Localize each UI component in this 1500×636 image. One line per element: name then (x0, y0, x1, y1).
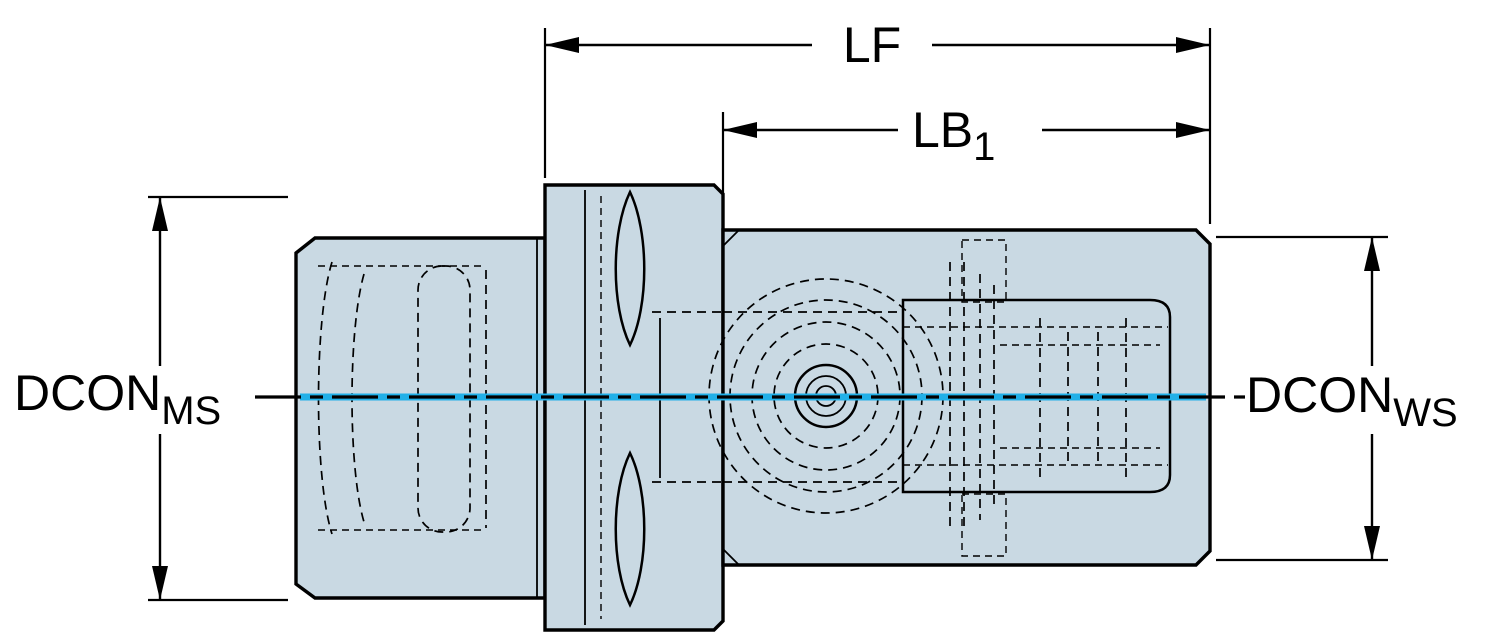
dcon-ws-label-main: DCON (1246, 367, 1393, 423)
clamp-port-top (961, 239, 1007, 303)
flange-outline (543, 183, 725, 632)
dcon-ms-arrow-top (152, 197, 168, 231)
dimension-lb1: LB1 (721, 102, 1210, 222)
dcon-ms-label-sub: MS (161, 389, 221, 433)
dcon-ms-label-main: DCON (14, 365, 161, 421)
dcon-ws-arrow-bottom (1364, 526, 1380, 560)
dimension-lf: LF (543, 17, 1212, 224)
clamp-port-bottom (961, 493, 1007, 557)
lf-label: LF (843, 17, 901, 73)
right-body-chamfer-bottom (722, 548, 740, 566)
adapter-flange (543, 183, 725, 632)
dcon-ws-label-sub: WS (1393, 391, 1457, 435)
flange-slot-bottom (614, 450, 646, 608)
lf-arrow-right (1176, 37, 1210, 53)
lb1-label: LB1 (912, 102, 995, 169)
dcon-ms-label: DCONMS (14, 365, 221, 433)
lf-arrow-left (545, 37, 579, 53)
lb1-arrow-left (723, 122, 757, 138)
dcon-ms-arrow-bottom (152, 566, 168, 600)
dimension-dcon-ws: DCONWS (1216, 235, 1458, 562)
left-shaft-outline (294, 236, 547, 600)
flange-slot-top (614, 189, 646, 348)
dimension-dcon-ms: DCONMS (14, 195, 288, 602)
adapter-left-shaft (294, 236, 547, 600)
lb1-label-main: LB (912, 102, 973, 158)
internal-bore (901, 298, 1172, 494)
lb1-arrow-right (1176, 122, 1210, 138)
lb1-label-sub: 1 (973, 125, 995, 169)
right-body-chamfer-top (722, 229, 740, 247)
dcon-ws-arrow-top (1364, 237, 1380, 271)
dcon-ws-label: DCONWS (1246, 367, 1458, 435)
